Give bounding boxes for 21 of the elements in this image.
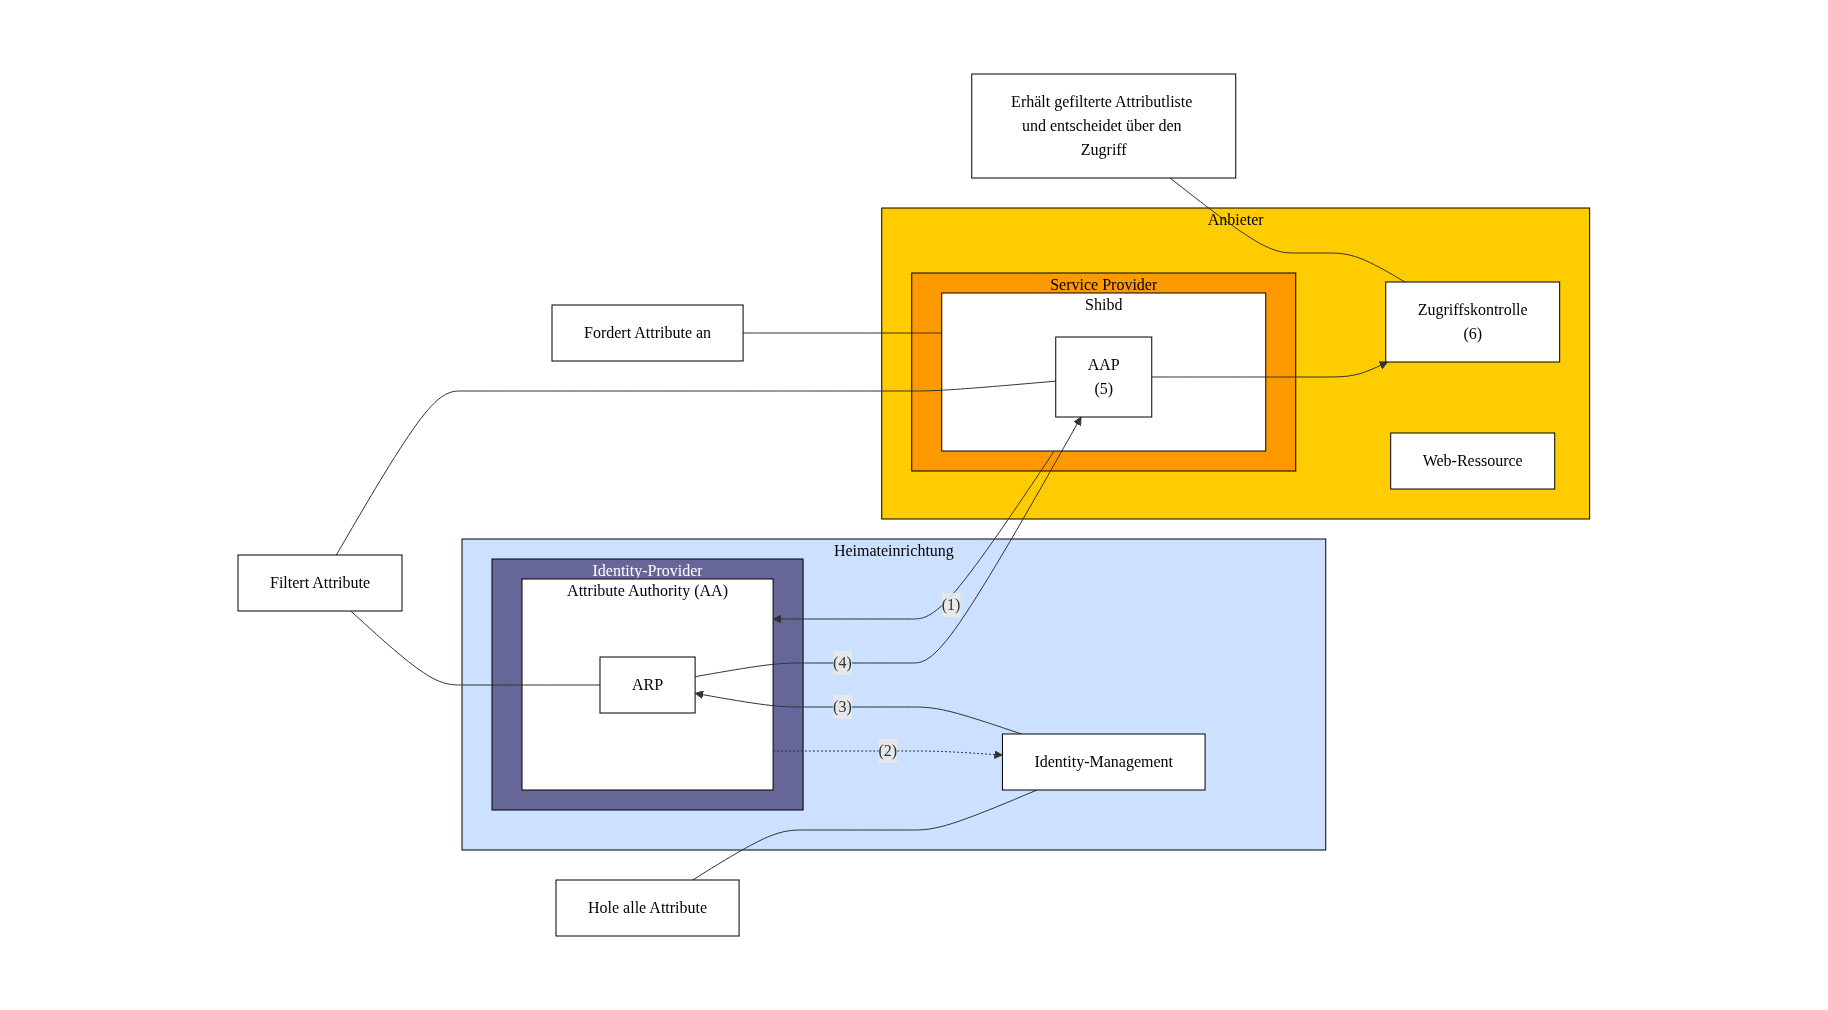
node-box: Hole alle Attribute [555, 879, 740, 937]
node-box: Identity-Management [1002, 733, 1206, 791]
edge-label: (3) [833, 698, 852, 715]
node-box: Fordert Attribute an [551, 304, 744, 362]
edge-label: (4) [833, 654, 852, 671]
arrow [1151, 361, 1389, 378]
node-box: Web-Ressource [1390, 432, 1556, 490]
connector [742, 332, 943, 334]
arrow [772, 750, 1003, 759]
edge-label: (2) [878, 742, 898, 759]
connector [1169, 177, 1406, 283]
node-box: ARP [599, 656, 696, 714]
connector [350, 610, 601, 686]
connector [336, 380, 1057, 556]
node-box: Filtert Attribute [237, 554, 403, 612]
edge-label: (1) [941, 596, 961, 614]
node-box: Zugriffskontrolle (6) [1385, 281, 1561, 363]
node-box: AAP (5) [1055, 336, 1153, 418]
arrow [694, 416, 1082, 678]
arrow [772, 450, 1055, 624]
node-box: Erhält gefilterte Attributliste und entscheidet über den Zugriff [971, 73, 1237, 179]
